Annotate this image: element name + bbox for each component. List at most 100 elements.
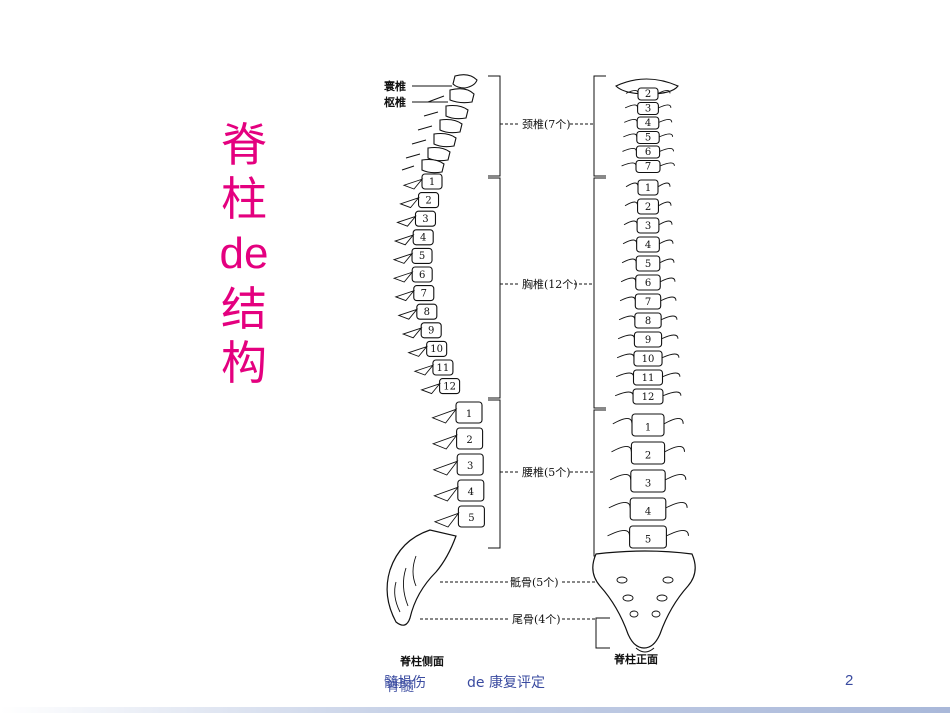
- anterior-cervical-number-5: 5: [645, 132, 651, 143]
- lateral-lumbar-process-5: [433, 512, 460, 528]
- lateral-thoracic-body-4: [412, 229, 434, 246]
- anterior-thoracic-body-5: [635, 255, 661, 272]
- anterior-cervical-number-3: 3: [645, 103, 651, 114]
- lateral-thoracic-process-8: [397, 308, 419, 320]
- anterior-lumbar-number-2: 2: [645, 450, 651, 461]
- anterior-lumbar-body-4: [629, 497, 667, 521]
- anterior-lumbar-number-1: 1: [645, 422, 651, 433]
- lateral-sacrum-shape: [386, 529, 457, 626]
- title-char-5: 构: [221, 336, 267, 390]
- lateral-thoracic-body-12: [439, 378, 461, 395]
- lumbar-label: 腰椎(5个): [522, 465, 571, 479]
- sacrum-label: 骶骨(5个): [510, 576, 559, 589]
- lateral-thoracic-process-10: [407, 345, 429, 357]
- lateral-thoracic-number-6: 6: [419, 270, 425, 281]
- title-char-2: 柱: [221, 172, 267, 226]
- anterior-thoracic-body-4: [636, 236, 660, 253]
- lateral-thoracic-process-6: [392, 271, 414, 283]
- anterior-cervical-body-4: [636, 116, 660, 130]
- lateral-thoracic-body-9: [420, 322, 442, 339]
- lateral-thoracic-number-12: 12: [443, 381, 456, 392]
- anterior-region-brackets: [593, 75, 610, 649]
- anterior-cervical-body-3: [637, 101, 659, 116]
- anterior-thoracic-body-2: [636, 198, 659, 215]
- lateral-thoracic-process-4: [393, 234, 415, 246]
- lateral-thoracic-process-1: [402, 178, 424, 190]
- anterior-thoracic-body-1: [637, 179, 659, 196]
- anterior-cervical-body-7: [635, 159, 661, 174]
- lateral-lumbar-number-3: 3: [467, 461, 473, 472]
- coccyx-label: 尾骨(4个): [512, 613, 561, 626]
- lateral-thoracic-number-8: 8: [424, 307, 430, 318]
- atlas-label: 寰椎: [383, 79, 406, 93]
- anterior-thoracic-number-5: 5: [645, 259, 651, 270]
- lateral-thoracic-body-2: [417, 192, 440, 209]
- footer-overlap-text: 脊髓: [386, 679, 414, 695]
- lateral-thoracic-body-10: [426, 340, 448, 357]
- lateral-thoracic-body-5: [411, 247, 433, 264]
- anterior-cervical-body-2: [637, 87, 659, 101]
- anterior-thoracic-number-8: 8: [645, 316, 651, 327]
- lateral-lumbar-body-5: [457, 505, 485, 528]
- anterior-cervical-number-6: 6: [645, 147, 651, 158]
- footer-right-text: de 康复评定: [467, 675, 545, 691]
- lateral-thoracic-body-8: [416, 303, 438, 320]
- bottom-rule: [0, 707, 950, 713]
- lateral-thoracic-process-11: [413, 364, 435, 376]
- lateral-thoracic-number-3: 3: [422, 214, 428, 225]
- anterior-thoracic-body-6: [635, 274, 661, 291]
- lateral-thoracic-number-4: 4: [420, 233, 426, 244]
- thoracic-label: 胸椎(12个): [522, 277, 578, 291]
- footer-left-text: 髓损伤: [384, 675, 426, 691]
- anterior-cervical-body-5: [636, 130, 660, 145]
- lateral-lumbar-number-2: 2: [466, 435, 472, 446]
- anterior-sacrum-shape: [592, 550, 696, 649]
- lateral-lumbar-vertebrae: 1 2 3 4 5: [431, 401, 485, 528]
- anterior-lumbar-body-2: [630, 441, 666, 465]
- lateral-thoracic-number-11: 11: [437, 363, 450, 374]
- anterior-thoracic-number-7: 7: [645, 297, 651, 308]
- anterior-thoracic-number-9: 9: [645, 335, 651, 346]
- anterior-cervical-number-4: 4: [645, 118, 651, 129]
- anterior-thoracic-number-3: 3: [645, 221, 651, 232]
- anterior-thoracic-number-6: 6: [645, 278, 651, 289]
- anterior-thoracic-body-7: [634, 293, 662, 310]
- region-leader-lines: [420, 123, 610, 620]
- anterior-lumbar-body-5: [629, 525, 667, 549]
- lateral-thoracic-process-12: [420, 382, 441, 395]
- lateral-lumbar-number-5: 5: [468, 513, 474, 524]
- anterior-thoracic-body-3: [636, 217, 660, 234]
- anterior-lumbar-number-4: 4: [645, 506, 651, 517]
- anterior-lumbar-number-5: 5: [645, 534, 651, 545]
- anterior-caption: 脊柱正面: [613, 652, 658, 666]
- lateral-lumbar-body-4: [457, 479, 485, 502]
- lateral-thoracic-process-3: [396, 215, 417, 227]
- anterior-thoracic-body-9: [633, 331, 663, 348]
- lateral-thoracic-body-7: [413, 285, 435, 302]
- lateral-lumbar-number-4: 4: [468, 487, 474, 498]
- anterior-cervical-body-6: [635, 145, 661, 159]
- anterior-lumbar-body-3: [630, 469, 666, 493]
- lateral-lumbar-number-1: 1: [466, 409, 472, 420]
- title-char-1: 脊: [221, 118, 267, 172]
- lateral-thoracic-number-2: 2: [425, 195, 431, 206]
- anterior-thoracic-number-11: 11: [642, 373, 655, 384]
- anterior-cervical-number-7: 7: [645, 161, 651, 172]
- anterior-thoracic-number-2: 2: [645, 202, 651, 213]
- lateral-lumbar-body-1: [455, 401, 483, 424]
- anterior-thoracic-number-12: 12: [642, 392, 655, 403]
- page-number: 2: [845, 672, 854, 689]
- anterior-thoracic-number-10: 10: [642, 354, 655, 365]
- lateral-lumbar-process-2: [431, 434, 458, 450]
- lateral-thoracic-number-7: 7: [421, 288, 427, 299]
- anterior-thoracic-body-10: [633, 350, 663, 367]
- lateral-thoracic-number-1: 1: [429, 177, 435, 188]
- lateral-lumbar-process-4: [433, 486, 460, 502]
- lateral-lumbar-body-3: [456, 453, 484, 476]
- anterior-thoracic-number-4: 4: [645, 240, 651, 251]
